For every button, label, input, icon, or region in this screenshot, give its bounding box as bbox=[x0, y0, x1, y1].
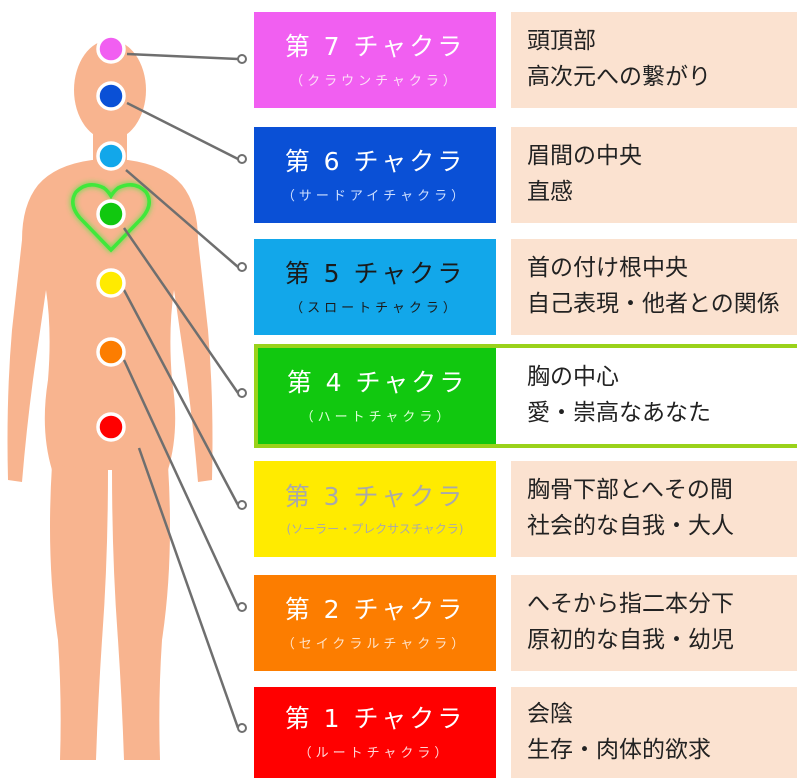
chakra-2-title: 第 2 チャクラ bbox=[284, 594, 466, 624]
chakra-2-label-box: 第 2 チャクラ （セイクラルチャクラ） bbox=[254, 575, 496, 671]
connector-end-2 bbox=[237, 602, 247, 612]
chakra-dot-4 bbox=[96, 199, 126, 229]
chakra-5-location: 首の付け根中央 bbox=[527, 255, 688, 282]
chakra-dots bbox=[96, 34, 126, 442]
chakra-3-meaning: 社会的な自我・大人 bbox=[527, 513, 734, 539]
chakra-dot-2 bbox=[96, 337, 126, 367]
chakra-7-description: 頭頂部 高次元への繋がり bbox=[511, 12, 797, 108]
heart-outline bbox=[71, 183, 151, 253]
connector-end-6 bbox=[237, 154, 247, 164]
chakra-4-description: 胸の中心 愛・崇高なあなた bbox=[511, 348, 797, 444]
connector-end-7 bbox=[237, 54, 247, 64]
torso bbox=[7, 160, 213, 482]
chakra-1-subtitle: （ルートチャクラ） bbox=[298, 746, 452, 761]
chakra-dot-1 bbox=[96, 412, 126, 442]
chakra-5-label-box: 第 5 チャクラ （スロートチャクラ） bbox=[254, 239, 496, 335]
chakra-6-meaning: 直感 bbox=[527, 179, 573, 205]
connector-lines bbox=[122, 52, 240, 729]
chakra-4-meaning: 愛・崇高なあなた bbox=[527, 400, 711, 426]
chakra-2-location: へそから指二本分下 bbox=[527, 591, 734, 618]
chakra-6-title: 第 6 チャクラ bbox=[284, 146, 466, 176]
chakra-5-title: 第 5 チャクラ bbox=[284, 258, 466, 288]
chakra-dot-7 bbox=[96, 34, 126, 64]
chakra-2-subtitle: （セイクラルチャクラ） bbox=[281, 636, 469, 652]
chakra-1-location: 会陰 bbox=[527, 700, 573, 727]
chakra-7-subtitle: （クラウンチャクラ） bbox=[290, 73, 460, 89]
connector-2 bbox=[122, 359, 240, 608]
chakra-1-title: 第 1 チャクラ bbox=[284, 704, 466, 733]
chakra-3-subtitle: (ソーラー・プレクサスチャクラ) bbox=[286, 521, 464, 536]
chakra-5-description: 首の付け根中央 自己表現・他者との関係 bbox=[511, 239, 797, 335]
chakra-5-meaning: 自己表現・他者との関係 bbox=[527, 291, 780, 317]
connector-6 bbox=[126, 101, 239, 161]
left-leg bbox=[50, 465, 108, 760]
chakra-1-label-box: 第 1 チャクラ （ルートチャクラ） bbox=[254, 687, 496, 778]
chakra-dot-6 bbox=[96, 81, 126, 111]
connector-end-1 bbox=[237, 723, 247, 733]
chakra-6-description: 眉間の中央 直感 bbox=[511, 127, 797, 223]
chakra-3-label-box: 第 3 チャクラ (ソーラー・プレクサスチャクラ) bbox=[254, 461, 496, 557]
chakra-4-subtitle: （ハートチャクラ） bbox=[300, 409, 454, 425]
chakra-3-description: 胸骨下部とへその間 社会的な自我・大人 bbox=[511, 461, 797, 557]
chakra-dot-5 bbox=[96, 141, 126, 171]
connector-end-3 bbox=[237, 500, 247, 510]
human-silhouette bbox=[7, 40, 213, 760]
connector-end-4 bbox=[237, 388, 247, 398]
connector-1 bbox=[137, 447, 240, 729]
chakra-1-meaning: 生存・肉体的欲求 bbox=[527, 736, 711, 763]
right-leg bbox=[112, 465, 170, 760]
chakra-7-location: 頭頂部 bbox=[527, 28, 596, 55]
connector-ends bbox=[237, 54, 247, 733]
chakra-6-label-box: 第 6 チャクラ （サードアイチャクラ） bbox=[254, 127, 496, 223]
connector-7 bbox=[126, 52, 239, 61]
chakra-3-location: 胸骨下部とへその間 bbox=[527, 477, 733, 504]
chakra-2-meaning: 原初的な自我・幼児 bbox=[527, 627, 734, 653]
connector-5 bbox=[125, 169, 239, 268]
chakra-4-location: 胸の中心 bbox=[527, 364, 619, 391]
chakra-7-meaning: 高次元への繋がり bbox=[527, 64, 711, 90]
chakra-5-subtitle: （スロートチャクラ） bbox=[290, 300, 460, 316]
connector-end-5 bbox=[237, 262, 247, 272]
chakra-1-description: 会陰 生存・肉体的欲求 bbox=[511, 687, 797, 778]
chakra-4-highlight-frame bbox=[254, 344, 797, 448]
chakra-7-label-box: 第 7 チャクラ （クラウンチャクラ） bbox=[254, 12, 496, 108]
chakra-7-title: 第 7 チャクラ bbox=[284, 31, 466, 61]
chakra-6-location: 眉間の中央 bbox=[527, 143, 642, 170]
chakra-6-subtitle: （サードアイチャクラ） bbox=[281, 188, 469, 204]
chakra-4-title: 第 4 チャクラ bbox=[286, 367, 468, 397]
chakra-3-title: 第 3 チャクラ bbox=[284, 481, 466, 511]
connector-4 bbox=[122, 227, 240, 394]
chakra-2-description: へそから指二本分下 原初的な自我・幼児 bbox=[511, 575, 797, 671]
connector-3 bbox=[122, 289, 240, 506]
chakra-4-label-box: 第 4 チャクラ （ハートチャクラ） bbox=[258, 348, 496, 444]
chakra-dot-3 bbox=[96, 268, 126, 298]
